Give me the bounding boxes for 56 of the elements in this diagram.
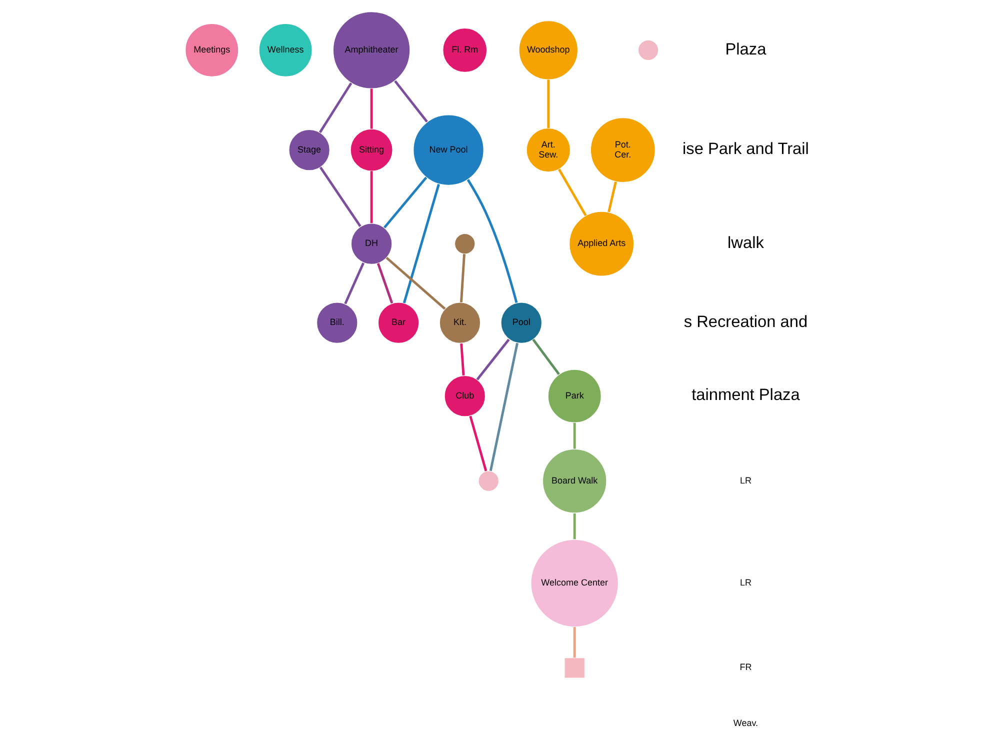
connector: [572, 513, 576, 540]
label: ise Park and Trail: [682, 140, 808, 158]
label: Plaza: [724, 40, 766, 58]
connector: [476, 338, 510, 380]
node-circle: Park: [547, 369, 602, 424]
node-circle: [454, 233, 476, 254]
label: lwalk: [727, 234, 764, 252]
connector: [572, 422, 576, 449]
connector: [370, 88, 372, 129]
node-circle: DH: [350, 222, 392, 265]
connector: [607, 182, 616, 212]
node-circle: Kit.: [438, 302, 480, 344]
connector: [402, 184, 440, 304]
node-circle: Pot. Cer.: [590, 117, 656, 183]
connector: [385, 256, 446, 310]
node-circle: Art. Sew.: [526, 128, 570, 172]
connector: [318, 82, 352, 134]
connector: [370, 171, 372, 224]
connector: [572, 627, 576, 658]
node-circle: Woodshop: [518, 20, 578, 80]
connector: [344, 262, 364, 304]
node-circle: Pool: [500, 302, 542, 344]
connector: [488, 342, 518, 472]
label: LR: [739, 577, 751, 588]
label: tainment Plaza: [691, 386, 800, 404]
node-circle: [637, 40, 658, 61]
node-circle: Wellness: [258, 23, 312, 78]
connector: [460, 254, 465, 302]
node-circle: Board Walk: [542, 448, 606, 514]
node-circle: Amphitheater: [332, 11, 410, 90]
label: FR: [739, 662, 752, 672]
connector: [466, 179, 518, 304]
connector: [460, 344, 464, 376]
connector: [532, 338, 560, 375]
node-box: [563, 657, 585, 679]
node-circle: New Pool: [412, 114, 484, 186]
connector: [468, 416, 487, 472]
node-circle: Meetings: [184, 23, 238, 78]
connector: [394, 80, 428, 122]
connector: [318, 166, 361, 228]
node-circle: Welcome Center: [530, 539, 618, 628]
connector: [382, 176, 427, 228]
label: Weav.: [732, 718, 758, 728]
node-circle: Fl. Rm: [442, 28, 487, 73]
node-circle: Stage: [288, 129, 330, 171]
connector: [376, 262, 393, 304]
node-circle: Bill.: [316, 302, 358, 344]
node-circle: Club: [444, 375, 486, 417]
node-circle: Applied Arts: [568, 211, 634, 277]
node-circle: [477, 470, 499, 492]
node-circle: Sitting: [350, 128, 393, 172]
label: LR: [739, 475, 751, 486]
connector: [546, 80, 550, 128]
node-circle: Bar: [377, 302, 419, 344]
label: s Recreation and: [683, 312, 808, 331]
connector: [557, 168, 586, 216]
